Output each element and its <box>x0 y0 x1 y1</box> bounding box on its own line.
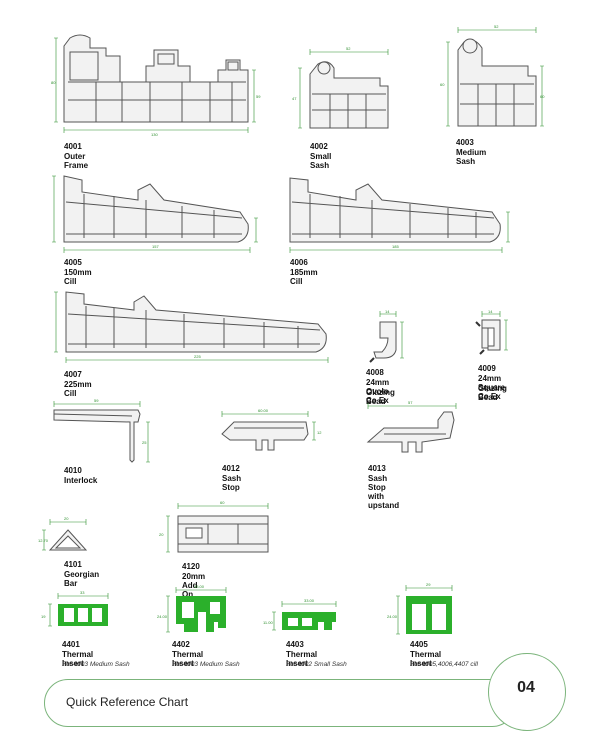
name-4006: 185mm Cill <box>290 268 318 286</box>
profile-4006-drawing: 185 <box>289 177 510 253</box>
dim-4001-side: 59 <box>256 94 261 99</box>
code-4013: 4013 <box>368 464 386 473</box>
code-4010: 4010 <box>64 466 82 475</box>
dim-4012-height: 12 <box>317 430 322 435</box>
footer-title: Quick Reference Chart <box>66 695 189 709</box>
dim-4120-width: 60 <box>220 500 225 505</box>
dim-4003-height: 60 <box>440 82 445 87</box>
dim-4403-width: 33.00 <box>304 598 315 603</box>
code-4002: 4002 <box>310 142 328 151</box>
code-4401: 4401 <box>62 640 80 649</box>
note-4401: For 4003 Medium Sash <box>62 661 130 668</box>
dim-4008-width: 14 <box>385 309 390 314</box>
name-4008-line2: Glazing Bead <box>366 388 395 406</box>
dim-4405-height: 24.00 <box>387 614 398 619</box>
dim-4002-width: 52 <box>346 46 351 51</box>
dim-4402-height: 24.00 <box>157 614 168 619</box>
name-4012: Sash Stop <box>222 474 242 492</box>
profile-4008-drawing: 14 <box>369 309 404 363</box>
profile-4009-drawing: 14 <box>475 309 508 355</box>
dim-4005-width: 157 <box>152 244 159 249</box>
dim-4010-width: 59 <box>94 398 99 403</box>
code-4012: 4012 <box>222 464 240 473</box>
dim-4001-height: 80 <box>51 80 56 85</box>
profile-4012-drawing: 60.00 12 <box>221 408 322 451</box>
dim-4007-width: 225 <box>194 354 201 359</box>
profile-4005-drawing: 157 <box>52 175 258 253</box>
code-4101: 4101 <box>64 560 82 569</box>
page-number-circle <box>488 653 566 731</box>
code-4009: 4009 <box>478 364 496 373</box>
name-4008-line1: 24mm Ovolo Co Ex <box>366 378 390 405</box>
code-4003: 4003 <box>456 138 474 147</box>
dim-4003-width: 52 <box>494 24 499 29</box>
profile-4010-drawing: 59 25 <box>53 398 150 463</box>
dim-4101-height: 12.70 <box>38 538 49 543</box>
profile-4120-drawing: 60 20 <box>159 500 269 553</box>
name-4009-line1: 24mm Square Co Ex <box>478 374 506 401</box>
thermal-insert-4405-drawing: 29 24.00 <box>387 582 453 635</box>
name-4009-line2: Glazing Bead <box>478 384 507 402</box>
name-4007: 225mm Cill <box>64 380 92 398</box>
dim-4402-width: 33.00 <box>194 584 205 589</box>
code-4008: 4008 <box>366 368 384 377</box>
code-4007: 4007 <box>64 370 82 379</box>
note-4403: For 4002 Small Sash <box>286 661 347 668</box>
code-4403: 4403 <box>286 640 304 649</box>
dim-4010-height: 25 <box>142 440 147 445</box>
thermal-insert-4402-drawing: 33.00 24.00 <box>157 584 227 633</box>
code-4006: 4006 <box>290 258 308 267</box>
dim-4006-width: 185 <box>392 244 399 249</box>
profile-4002-drawing: 52 47 <box>292 46 389 129</box>
name-4101: Georgian Bar <box>64 570 100 588</box>
name-4010: Interlock <box>64 476 98 485</box>
dim-4013-width: 57 <box>408 400 413 405</box>
code-4120: 4120 <box>182 562 200 571</box>
dim-4401-width: 33 <box>80 590 85 595</box>
profile-4101-drawing: 20 12.70 <box>38 516 88 551</box>
name-4005: 150mm Cill <box>64 268 92 286</box>
name-4402: Thermal Insert <box>172 650 204 668</box>
name-4403: Thermal Insert <box>286 650 318 668</box>
dim-4405-width: 29 <box>426 582 431 587</box>
code-4405: 4405 <box>410 640 428 649</box>
code-4402: 4402 <box>172 640 190 649</box>
thermal-insert-4401-drawing: 33 19 <box>41 590 109 627</box>
code-4005: 4005 <box>64 258 82 267</box>
profile-4007-drawing: 225 <box>54 291 329 363</box>
dim-4003-side: 60 <box>540 94 545 99</box>
dim-4120-height: 20 <box>159 532 164 537</box>
name-4013: Sash Stop with upstand <box>368 474 400 510</box>
name-4120: 20mm Add On <box>182 572 206 599</box>
name-4001: Outer Frame <box>64 152 89 170</box>
dim-4001-width: 130 <box>151 132 158 137</box>
page-number: 04 <box>517 679 535 696</box>
thermal-insert-4403-drawing: 33.00 11.00 <box>263 598 337 631</box>
name-4405: Thermal Insert <box>410 650 442 668</box>
name-4401: Thermal Insert <box>62 650 94 668</box>
profile-4003-drawing: 52 60 60 <box>440 24 545 127</box>
dim-4403-height: 11.00 <box>263 620 273 625</box>
name-4003: Medium Sash <box>456 148 487 166</box>
dim-4002-height: 47 <box>292 96 297 101</box>
note-4405: For 4005,4006,4407 cill <box>410 661 478 668</box>
name-4002: Small Sash <box>310 152 332 170</box>
profile-4013-drawing: 57 <box>366 400 457 453</box>
profile-4001-drawing: 80 130 59 <box>51 34 261 137</box>
dim-4009-width: 14 <box>488 309 493 314</box>
dim-4401-height: 19 <box>41 614 46 619</box>
note-4402: For 4003 Medium Sash <box>172 661 240 668</box>
code-4001: 4001 <box>64 142 82 151</box>
footer-bar <box>44 679 516 727</box>
dim-4012-width: 60.00 <box>258 408 269 413</box>
dim-4101-width: 20 <box>64 516 69 521</box>
